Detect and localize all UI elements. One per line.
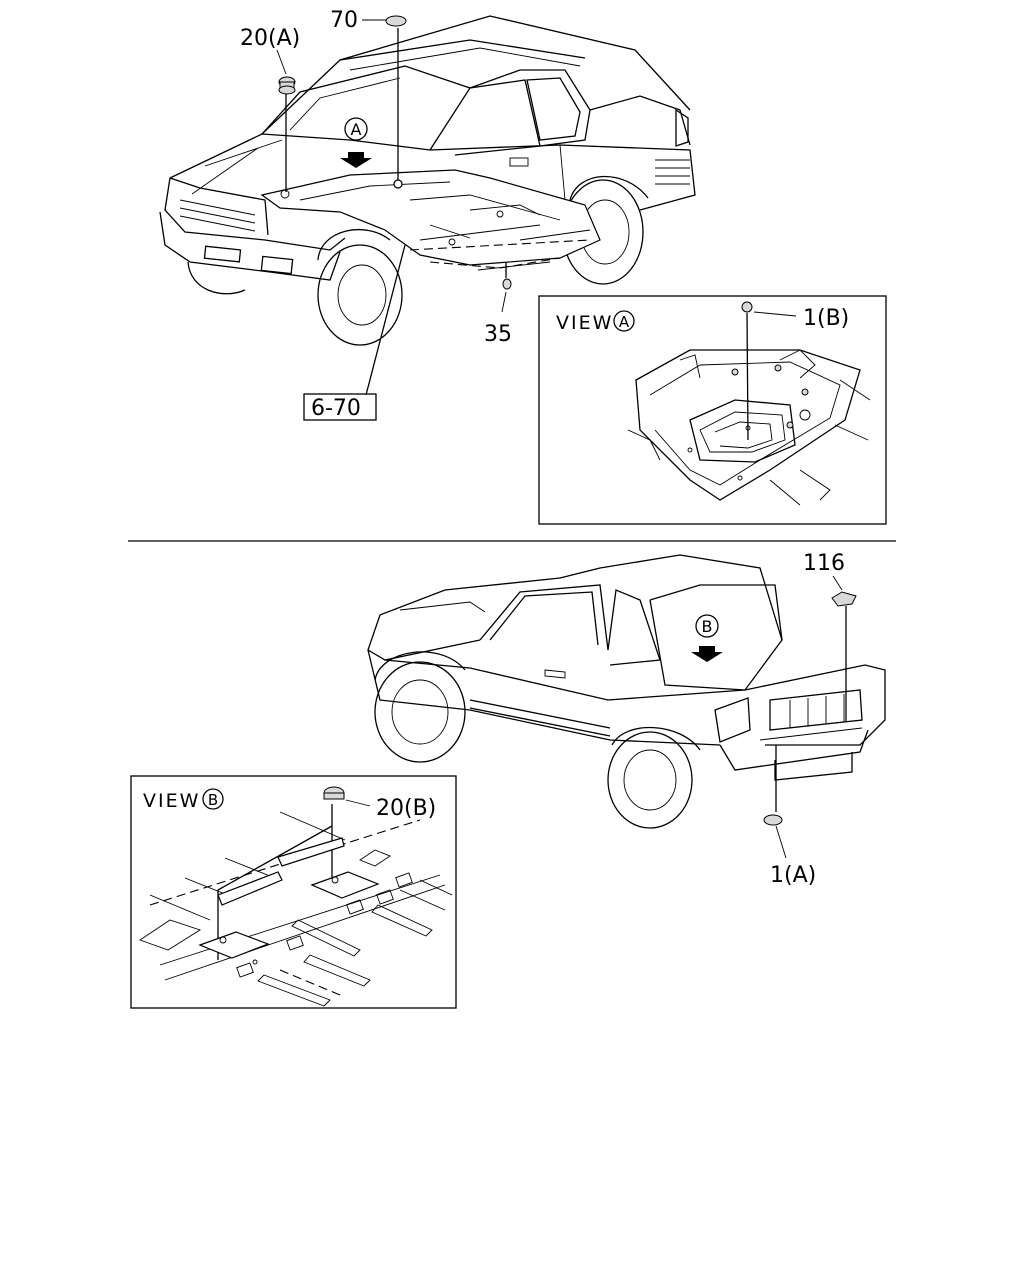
view-a-letter: A [619,313,630,331]
view-b-letter: B [208,791,218,809]
callout-116-label: 116 [803,551,845,576]
callout-70-label: 70 [330,8,358,33]
view-a-panel: VIEW A 1(B) [538,295,887,525]
arrow-a-marker: A [340,117,372,168]
view-b-prefix: VIEW [143,790,200,812]
callout-1b-label: 1(B) [803,306,849,331]
callout-70: 70 [330,8,407,189]
marker-b-letter: B [702,617,713,636]
callout-20a-label: 20(A) [240,26,300,51]
callout-6-70-label: 6-70 [311,396,361,421]
vehicle-rear-view [367,554,886,829]
arrow-b-marker: B [691,614,723,662]
view-b-panel: VIEW B 20(B) [130,775,457,1009]
callout-35: 35 [484,262,512,347]
vehicle-front-view [159,15,696,346]
floor-pan-front [260,169,601,271]
marker-a-letter: A [351,120,362,139]
callout-1a-label: 1(A) [770,863,816,888]
callout-1a: 1(A) [763,745,816,888]
view-a-prefix: VIEW [556,312,613,334]
callout-20a: 20(A) [240,26,300,192]
callout-20b-label: 20(B) [376,796,436,821]
callout-35-label: 35 [484,322,512,347]
callout-6-70: 6-70 [303,244,406,421]
callout-116: 116 [803,551,857,722]
